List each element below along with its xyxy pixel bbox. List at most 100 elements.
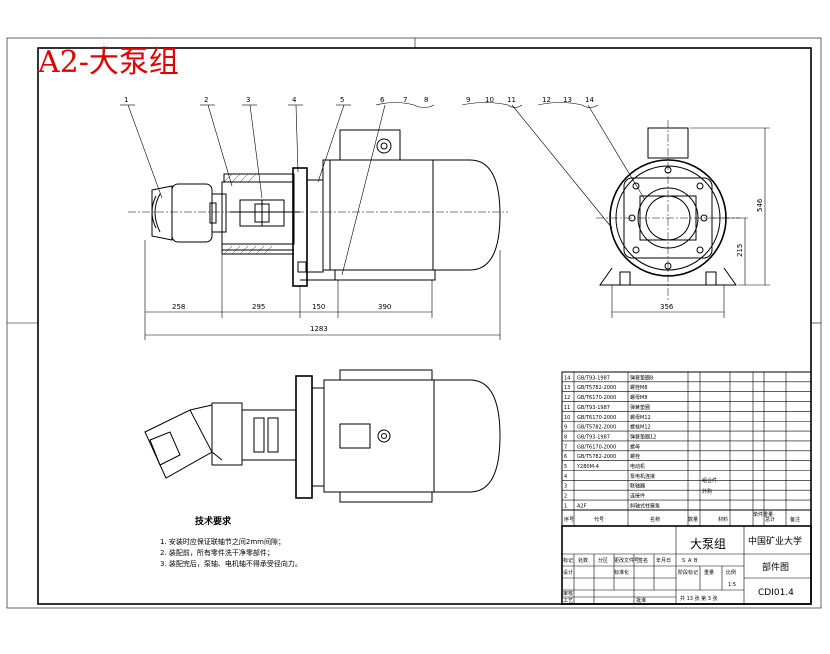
drawing-title: A2-大泵组 <box>37 45 179 80</box>
balloon-11: 11 <box>507 96 516 104</box>
parts-row-no: 11 <box>564 405 570 411</box>
parts-remark-2: 外购 <box>702 488 712 495</box>
balloon-10: 10 <box>485 96 494 104</box>
parts-row-name: 螺母M8 <box>630 394 648 401</box>
balloon-4: 4 <box>292 96 297 104</box>
balloon-8: 8 <box>424 96 428 104</box>
parts-row-code: GB/T6170-2000 <box>577 415 616 421</box>
dim-356: 356 <box>660 303 674 311</box>
parts-header-name: 名称 <box>650 516 660 523</box>
parts-header-total: 总计 <box>765 516 775 523</box>
parts-row-name: 螺母 <box>630 443 640 450</box>
parts-row-name: 弹簧垫圈 <box>630 404 650 411</box>
parts-row-code: GB/T5782-2000 <box>577 454 616 460</box>
title-stage-mark-B: B <box>694 558 698 564</box>
parts-row-no: 2 <box>564 494 567 500</box>
title-row-label-1: 处数 <box>578 557 588 564</box>
title-stage-label-2: 比例 <box>726 569 736 576</box>
parts-row-no: 1 <box>564 503 567 509</box>
balloon-5: 5 <box>340 96 344 104</box>
title-row-label-0: 标记 <box>563 557 573 564</box>
dim-215: 215 <box>736 244 744 257</box>
title-drawing-type: 部件图 <box>762 561 789 573</box>
title-sheet-info: 共 13 张 第 3 张 <box>680 595 718 602</box>
parts-row-no: 12 <box>564 395 570 401</box>
parts-row-no: 4 <box>564 474 567 480</box>
parts-remark-1: 组合件 <box>702 477 717 484</box>
title-row3-label-0: 审核 <box>563 590 573 597</box>
balloon-3: 3 <box>246 96 250 104</box>
title-stage-label-1: 重量 <box>704 569 714 576</box>
parts-row-name: 螺栓M12 <box>630 424 651 431</box>
balloon-1: 1 <box>124 96 128 104</box>
parts-row-no: 6 <box>564 454 567 460</box>
title-stage-mark-S: S <box>682 558 685 564</box>
title-assembly-name: 大泵组 <box>690 537 726 551</box>
title-scale: 1:5 <box>728 582 736 588</box>
title-row4-label-2: 批准 <box>636 597 646 604</box>
parts-row-code: A2F <box>577 503 587 509</box>
title-row-label-3: 更改文件号 <box>614 557 639 564</box>
parts-row-name: 联轴器 <box>630 483 645 490</box>
parts-row-code: GB/T6170-2000 <box>577 444 616 450</box>
dim-258: 258 <box>172 303 185 311</box>
sheet-outer-border <box>6 37 822 609</box>
parts-header-material: 材料 <box>718 516 728 523</box>
parts-row-code: GB/T93-1987 <box>577 434 610 440</box>
parts-row-code: GB/T5782-2000 <box>577 425 616 431</box>
parts-row-no: 14 <box>564 375 570 381</box>
title-row2-label-0: 设计 <box>563 569 573 576</box>
side-view <box>596 120 770 318</box>
parts-header-code: 代号 <box>594 516 604 523</box>
parts-row-name: 螺母M12 <box>630 414 651 421</box>
balloon-12: 12 <box>542 96 551 104</box>
parts-row-no: 7 <box>564 444 567 450</box>
parts-header-no: 序号 <box>564 516 574 523</box>
parts-row-no: 8 <box>564 434 567 440</box>
parts-row-no: 5 <box>564 464 567 470</box>
parts-row-code: GB/T93-1987 <box>577 375 610 381</box>
parts-header-note: 备注 <box>790 516 800 523</box>
parts-row-no: 10 <box>564 415 570 421</box>
title-stage-label-0: 阶段标记 <box>678 569 698 576</box>
balloon-6: 6 <box>380 96 385 104</box>
top-view <box>144 369 501 503</box>
parts-row-no: 13 <box>564 385 570 391</box>
balloon-14: 14 <box>585 96 594 104</box>
dim-390: 390 <box>378 303 391 311</box>
parts-row-code: GB/T93-1987 <box>577 405 610 411</box>
balloon-13: 13 <box>563 96 572 104</box>
notes-item-3: 3. 装配完后，泵轴、电机轴不得承受径向力。 <box>160 559 302 568</box>
dim-1283: 1283 <box>310 325 328 333</box>
balloon-7: 7 <box>403 96 407 104</box>
title-stage-mark-A: A <box>688 558 692 564</box>
title-row-label-5: 年月日 <box>656 557 671 564</box>
front-view-balloons <box>120 102 646 276</box>
notes-item-2: 2. 装配前，所有零件洗干净零部件； <box>160 548 274 557</box>
parts-row-code: GB/T6170-2000 <box>577 395 616 401</box>
title-row2-label-2: 标准化 <box>614 569 629 576</box>
title-row-label-2: 分区 <box>598 557 608 564</box>
title-school: 中国矿业大学 <box>748 535 802 547</box>
dim-150: 150 <box>312 303 325 311</box>
parts-row-name: 螺栓 <box>630 453 640 460</box>
notes-heading: 技术要求 <box>195 515 232 527</box>
parts-row-name: 螺栓M8 <box>630 384 648 391</box>
parts-header-unitweight: 单件重量 <box>753 511 773 518</box>
title-row4-label-0: 工艺 <box>563 598 573 604</box>
parts-row-name: 弹簧垫圈8 <box>630 374 653 381</box>
sheet-inner-border <box>37 47 812 605</box>
parts-row-name: 斜轴式柱塞泵 <box>630 502 660 509</box>
title-block <box>561 525 812 605</box>
parts-row-code: Y280M-4 <box>576 464 599 470</box>
front-view-dimensions <box>144 240 501 340</box>
balloon-9: 9 <box>466 96 470 104</box>
parts-row-no: 9 <box>564 425 567 431</box>
parts-row-code: GB/T5782-2000 <box>577 385 616 391</box>
dim-546: 546 <box>756 198 764 212</box>
parts-header-qty: 数量 <box>688 516 698 523</box>
parts-row-name: 泵电机连接 <box>630 473 655 480</box>
parts-row-no: 3 <box>564 484 567 490</box>
